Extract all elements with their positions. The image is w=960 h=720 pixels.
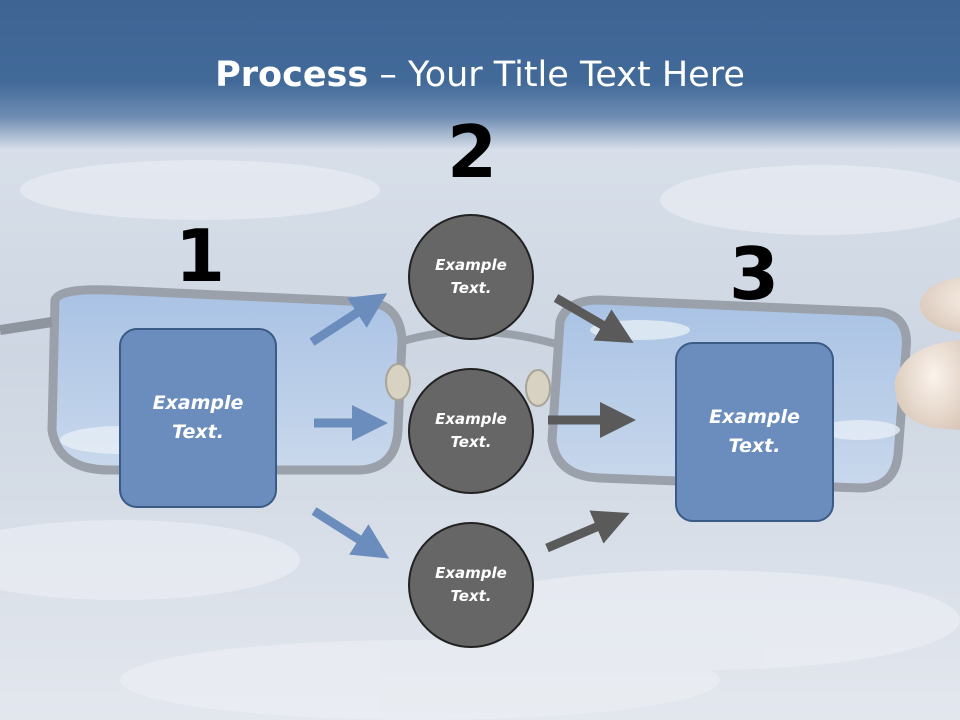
step-2-circle-middle: Example Text.	[408, 368, 534, 494]
arrow-1-to-bottom	[311, 507, 390, 559]
step-2-circle-bottom: Example Text.	[408, 522, 534, 648]
arrow-bottom-to-3	[545, 510, 630, 553]
step-2-circle-bottom-text: Example Text.	[435, 564, 507, 605]
step-number-3: 3	[728, 232, 780, 316]
step-2-circle-top-text: Example Text.	[435, 256, 507, 297]
title-banner	[0, 0, 960, 150]
title-rest: – Your Title Text Here	[368, 55, 745, 95]
slide-title: Process – Your Title Text Here	[0, 52, 960, 98]
step-number-2: 2	[446, 110, 498, 194]
step-1-text: Example Text.	[152, 392, 244, 443]
step-3-box: Example Text.	[675, 342, 834, 522]
arrow-1-to-top	[309, 293, 388, 346]
title-bold: Process	[215, 55, 369, 95]
step-number-1: 1	[174, 214, 226, 298]
arrow-top-to-3	[553, 294, 634, 344]
step-2-circle-middle-text: Example Text.	[435, 410, 507, 451]
step-1-box: Example Text.	[119, 328, 277, 508]
step-3-text: Example Text.	[709, 406, 800, 457]
step-2-circle-top: Example Text.	[408, 214, 534, 340]
